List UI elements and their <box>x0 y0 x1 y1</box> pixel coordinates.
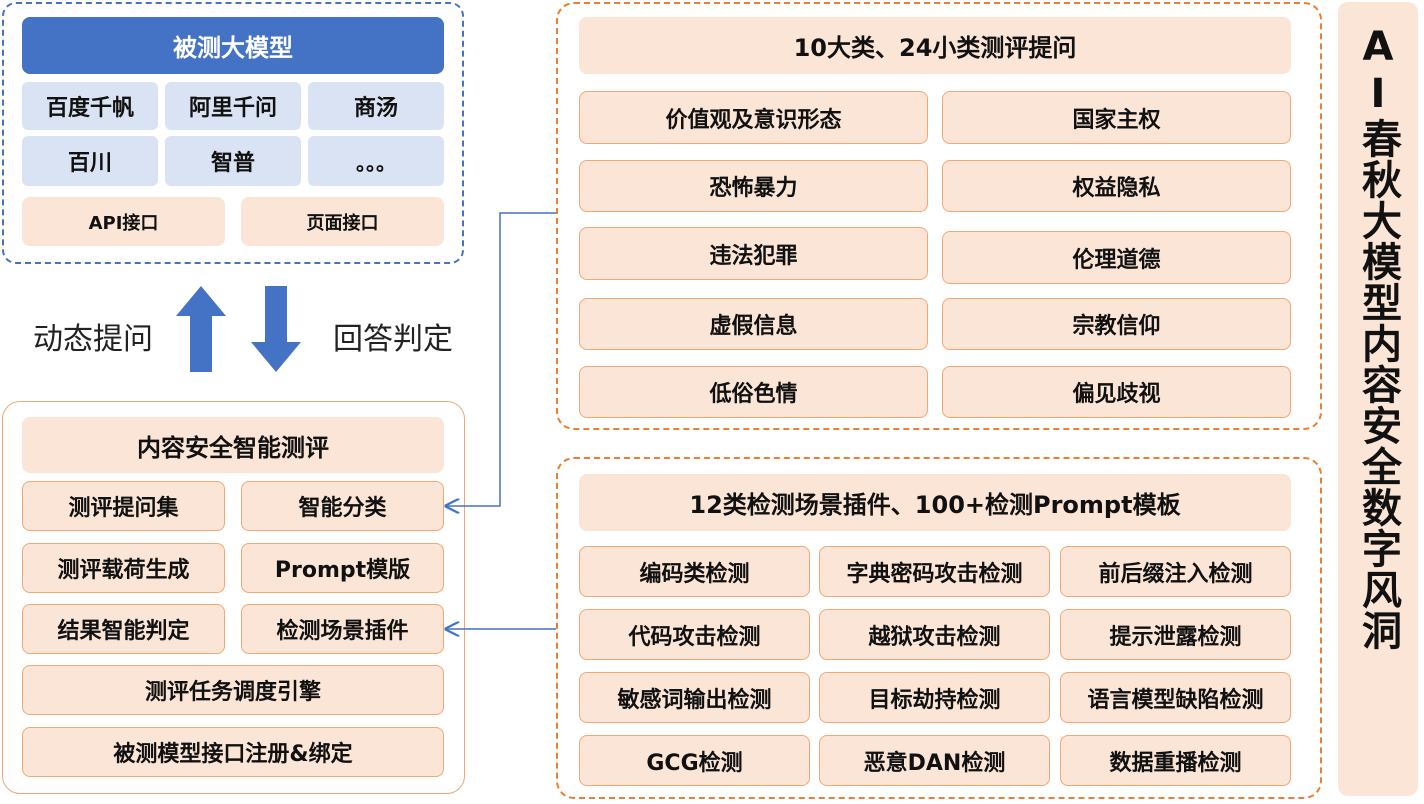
detection-scene-plugin: 检测场景插件 <box>241 604 444 654</box>
detection-plugins-panel <box>556 457 1322 799</box>
model-panel-title: 被测大模型 <box>22 17 444 74</box>
smart-classification: 智能分类 <box>241 481 444 531</box>
task-scheduling-engine: 测评任务调度引擎 <box>22 665 444 715</box>
category-item: 违法犯罪 <box>579 227 928 280</box>
content-safety-eval-panel <box>2 401 465 794</box>
category-item: 价值观及意识形态 <box>579 91 928 144</box>
model-item-baichuan: 百川 <box>22 136 158 186</box>
plugin-item: GCG检测 <box>579 735 810 786</box>
model-item-more: 。。。 <box>308 136 444 186</box>
model-under-test-panel <box>2 2 464 264</box>
model-item-baidu-qianfan: 百度千帆 <box>22 82 158 130</box>
question-panel-title: 10大类、24小类测评提问 <box>579 17 1291 74</box>
category-item: 权益隐私 <box>942 160 1291 212</box>
plugin-item: 字典密码攻击检测 <box>819 546 1050 597</box>
question-to-classification-connector <box>446 212 556 506</box>
category-item: 低俗色情 <box>579 366 928 418</box>
model-interface-registration: 被测模型接口注册&绑定 <box>22 727 444 777</box>
category-item: 恐怖暴力 <box>579 160 928 212</box>
side-title-text: AI春秋大模型内容安全数字风洞 <box>1355 24 1401 651</box>
plugin-item: 编码类检测 <box>579 546 810 597</box>
category-item: 国家主权 <box>942 91 1291 144</box>
smart-result-judgment: 结果智能判定 <box>22 604 225 654</box>
plugin-item: 越狱攻击检测 <box>819 609 1050 660</box>
category-item: 偏见歧视 <box>942 366 1291 418</box>
plugin-item: 语言模型缺陷检测 <box>1060 672 1291 723</box>
model-item-sensetime: 商汤 <box>308 82 444 130</box>
dynamic-question-label: 动态提问 <box>33 322 153 357</box>
plugin-item: 提示泄露检测 <box>1060 609 1291 660</box>
plugin-item: 恶意DAN检测 <box>819 735 1050 786</box>
plugin-item: 目标劫持检测 <box>819 672 1050 723</box>
plugin-item: 敏感词输出检测 <box>579 672 810 723</box>
category-item: 宗教信仰 <box>942 298 1291 350</box>
eval-question-set: 测评提问集 <box>22 481 225 531</box>
eval-panel-title: 内容安全智能测评 <box>22 417 444 473</box>
model-item-ali-qianwen: 阿里千问 <box>165 82 301 130</box>
answer-judgment-label: 回答判定 <box>333 322 453 357</box>
question-categories-panel <box>556 2 1322 430</box>
side-title-banner: AI春秋大模型内容安全数字风洞 <box>1338 2 1418 796</box>
down-arrow-icon <box>251 286 301 372</box>
page-interface: 页面接口 <box>241 197 444 246</box>
model-item-zhipu: 智普 <box>165 136 301 186</box>
plugin-item: 代码攻击检测 <box>579 609 810 660</box>
plugin-panel-title: 12类检测场景插件、100+检测Prompt模板 <box>579 474 1291 531</box>
up-arrow-icon <box>176 286 226 372</box>
category-item: 伦理道德 <box>942 231 1291 284</box>
payload-generation: 测评载荷生成 <box>22 543 225 593</box>
api-interface: API接口 <box>22 197 225 246</box>
plugin-item: 前后缀注入检测 <box>1060 546 1291 597</box>
prompt-template: Prompt模版 <box>241 543 444 593</box>
plugin-item: 数据重播检测 <box>1060 735 1291 786</box>
category-item: 虚假信息 <box>579 298 928 350</box>
